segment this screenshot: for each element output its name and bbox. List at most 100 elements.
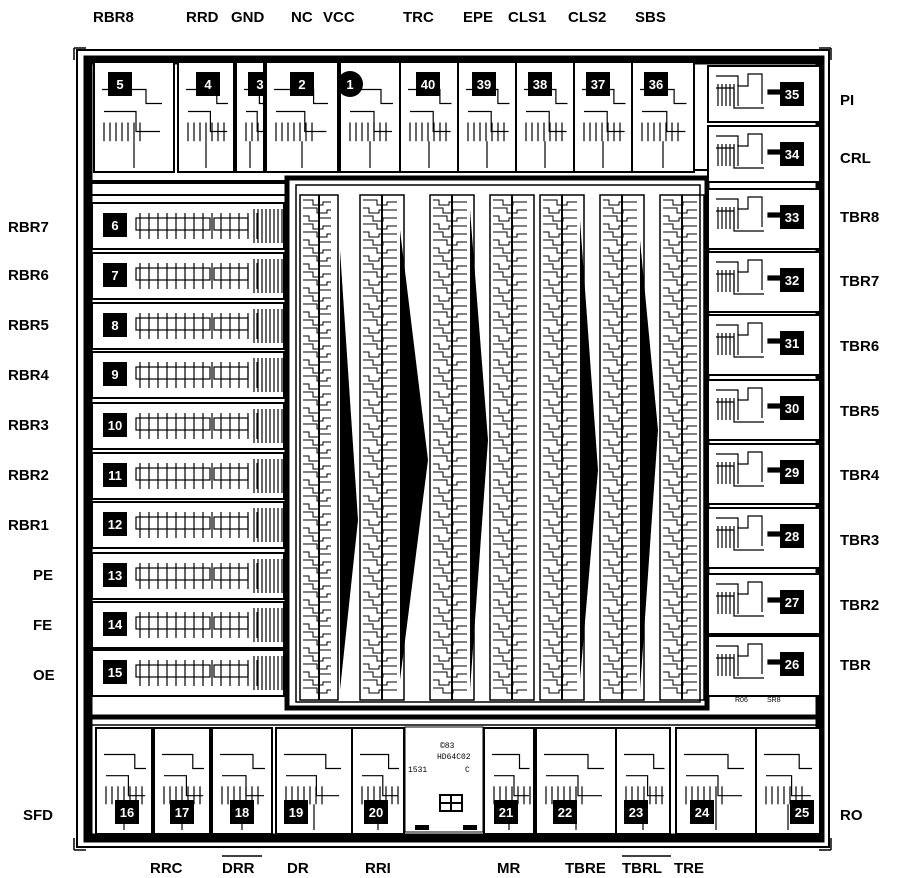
pad-39: 39 <box>457 61 517 173</box>
label-rri: RRI <box>365 860 391 877</box>
pad-square-icon <box>644 72 668 96</box>
pad-35: 35 <box>707 65 821 123</box>
pad-square-icon <box>103 612 127 636</box>
pad-15: 15 <box>91 649 285 697</box>
label-pe: PE <box>33 567 53 584</box>
pad-number: 38 <box>533 77 547 92</box>
label-rbr3: RBR3 <box>8 417 49 434</box>
pad-square-icon <box>586 72 610 96</box>
pad-square-icon <box>790 800 814 824</box>
pad-25: 25 <box>755 727 821 835</box>
pad-number: 18 <box>235 805 249 820</box>
label-trc: TRC <box>403 9 434 26</box>
pad-number: 10 <box>108 418 122 433</box>
label-vcc: VCC <box>323 9 355 26</box>
pad-9: 9 <box>91 351 285 399</box>
pad-number: 36 <box>649 77 663 92</box>
routing-block <box>400 230 428 680</box>
revision-mark: C <box>465 766 470 775</box>
pad-21: 21 <box>483 727 535 835</box>
pad-square-icon <box>103 213 127 237</box>
pad-32: 32 <box>707 251 821 313</box>
pad-square-icon <box>230 800 254 824</box>
pad-10: 10 <box>91 402 285 450</box>
pad-number: 4 <box>204 77 212 92</box>
pad-40: 40 <box>399 61 459 173</box>
pad-18: 18 <box>211 727 273 835</box>
pad-square-icon <box>103 313 127 337</box>
pad-number: 12 <box>108 517 122 532</box>
label-rbr8: RBR8 <box>93 9 134 26</box>
die-tag-1: R06 <box>735 697 748 704</box>
lot-number: 1531 <box>408 766 427 775</box>
label-tre: TRE <box>674 860 704 877</box>
label-tbr7: TBR7 <box>840 273 879 290</box>
label-tbr5: TBR5 <box>840 403 879 420</box>
pad-38: 38 <box>515 61 575 173</box>
pad-square-icon <box>780 524 804 548</box>
pad-number: 37 <box>591 77 605 92</box>
pad-square-icon <box>780 142 804 166</box>
logic-column <box>539 194 585 701</box>
pad-square-icon <box>780 396 804 420</box>
part-number: HD64C02 <box>437 753 471 762</box>
pad-number: 32 <box>785 273 799 288</box>
label-sfd: SFD <box>23 807 53 824</box>
pad-number: 6 <box>111 218 118 233</box>
pad-number: 1 <box>346 77 353 92</box>
pad-number: 19 <box>289 805 303 820</box>
pad-37: 37 <box>573 61 633 173</box>
pad-3: 3 <box>235 61 283 173</box>
pad-square-icon <box>103 563 127 587</box>
pad-33: 33 <box>707 188 821 250</box>
pad-number: 21 <box>499 805 513 820</box>
pad-square-icon <box>780 205 804 229</box>
label-nc: NC <box>291 9 313 26</box>
routing-block <box>640 240 658 690</box>
logic-core <box>299 194 705 701</box>
pad-square-icon <box>780 460 804 484</box>
logic-column <box>659 194 705 701</box>
pad-29: 29 <box>707 443 821 505</box>
pad-34: 34 <box>707 125 821 183</box>
pad-number: 8 <box>111 318 118 333</box>
label-oe: OE <box>33 667 55 684</box>
pad-square-icon <box>108 72 132 96</box>
label-cls2: CLS2 <box>568 9 606 26</box>
routing-block <box>470 210 488 690</box>
pin-labels: RBR8 RRD GND NC VCC TRC EPE CLS1 CLS2 SB… <box>8 9 880 877</box>
die-tag-2: SR8 <box>767 697 781 704</box>
pad-number: 13 <box>108 568 122 583</box>
pad-square-icon <box>170 800 194 824</box>
pad-27: 27 <box>707 573 821 635</box>
pad-square-icon <box>780 652 804 676</box>
label-cls1: CLS1 <box>508 9 546 26</box>
pad-number: 24 <box>695 805 710 820</box>
pad-number: 15 <box>108 665 122 680</box>
pad-24: 24 <box>675 727 757 835</box>
label-tbr6: TBR6 <box>840 338 879 355</box>
pad-number: 23 <box>629 805 643 820</box>
copyright-mark: ©83 <box>440 742 455 751</box>
logic-column <box>359 194 405 701</box>
pad-number: 27 <box>785 595 799 610</box>
pad-number: 28 <box>785 529 799 544</box>
pad-number: 33 <box>785 210 799 225</box>
pad-19: 19 <box>275 727 353 835</box>
pad-square-icon <box>494 800 518 824</box>
label-gnd: GND <box>231 9 265 26</box>
pad-36: 36 <box>631 61 695 173</box>
pad-30: 30 <box>707 379 821 441</box>
label-rbr1: RBR1 <box>8 517 49 534</box>
pad-11: 11 <box>91 452 285 500</box>
logic-column <box>489 194 535 701</box>
label-tbr: TBR <box>840 657 871 674</box>
label-tbrl: TBRL <box>622 860 662 877</box>
label-rbr7: RBR7 <box>8 219 49 236</box>
pad-square-icon <box>103 512 127 536</box>
pad-22: 22 <box>535 727 617 835</box>
pad-number: 20 <box>369 805 383 820</box>
label-epe: EPE <box>463 9 493 26</box>
pad-square-icon <box>103 463 127 487</box>
